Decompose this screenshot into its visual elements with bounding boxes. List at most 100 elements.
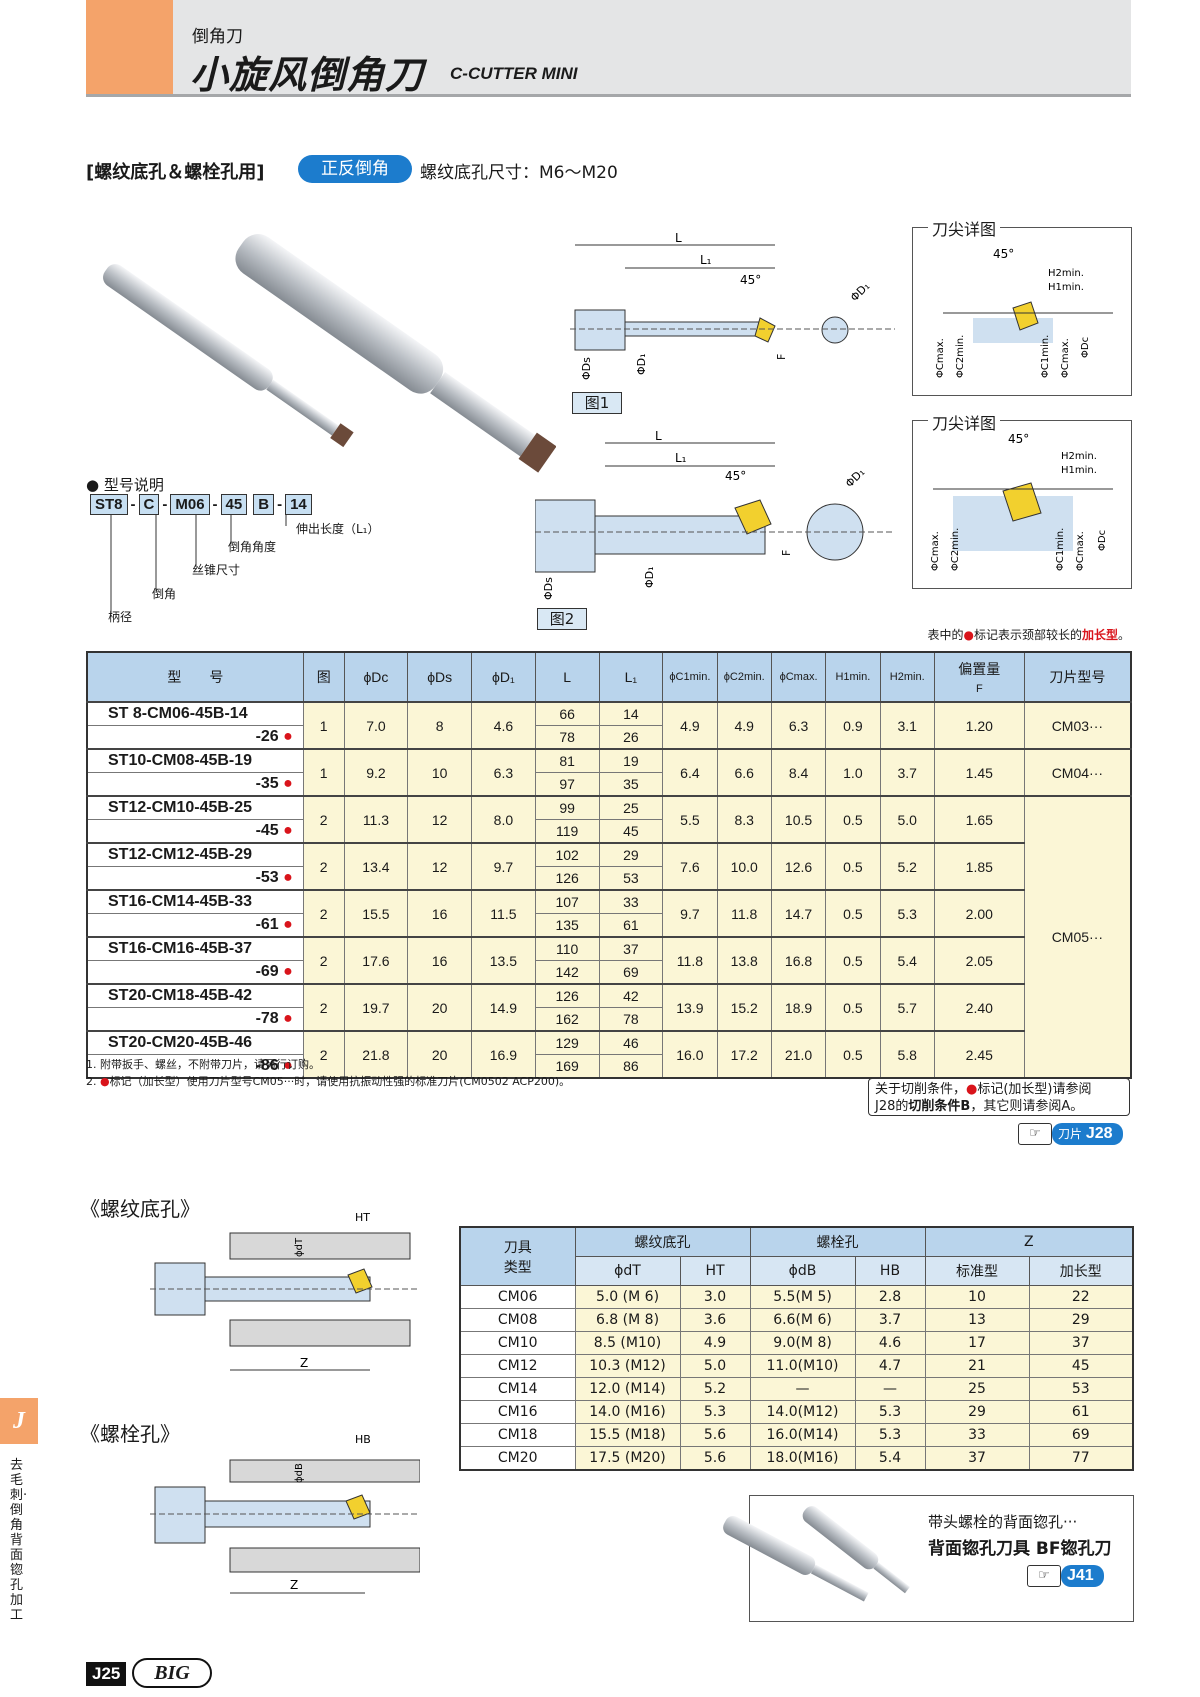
- header-category: 倒角刀: [192, 27, 243, 47]
- note-angle: 倒角角度: [228, 540, 277, 554]
- h2-cell: 5.7: [879, 983, 935, 1032]
- h1-cell: 0.5: [825, 795, 881, 844]
- thread-dT-cell: 10.3 (M12): [574, 1354, 681, 1378]
- tip-c2-2: ΦC2min.: [950, 528, 961, 571]
- thread-dT-cell: 17.5 (M20): [574, 1446, 681, 1471]
- cut-line1b: 标记(加长型)请参阅: [977, 1082, 1092, 1097]
- angle-2: 45°: [725, 469, 746, 483]
- L-cell: 107: [534, 889, 600, 914]
- model-ext-suffix: -26: [255, 728, 279, 745]
- table-legend-note: 表中的●标记表示颈部较长的加长型。: [927, 626, 1130, 643]
- col-d1: ϕD₁: [471, 651, 536, 703]
- tip-h1-2: H1min.: [1061, 465, 1097, 476]
- code-shank: ST8: [90, 494, 128, 515]
- tip-cmax-1: ΦCmax.: [935, 338, 946, 378]
- c1-cell: 7.6: [662, 842, 718, 891]
- h1-cell: 0.5: [825, 842, 881, 891]
- tip-detail-title-2: 刀尖详图: [928, 410, 1001, 434]
- L1-cell: 29: [598, 842, 664, 867]
- fig-cell: 2: [302, 842, 345, 891]
- promo-page-link[interactable]: ☞ J41: [1027, 1565, 1104, 1587]
- red-dot-icon: ●: [966, 1082, 978, 1097]
- tip-h2-1: H2min.: [1048, 268, 1084, 279]
- tip-angle-1: 45°: [993, 247, 1014, 261]
- offset-cell: 2.45: [933, 1030, 1025, 1079]
- col-h1: H1min.: [825, 651, 881, 703]
- z-standard-cell: 13: [924, 1308, 1030, 1332]
- z-standard-cell: 25: [924, 1377, 1030, 1401]
- cutting-conditions-box: 关于切削条件，●标记(加长型)请参阅 J28的切削条件B，其它则请参阅A。: [868, 1078, 1130, 1116]
- dc-cell: 15.5: [343, 889, 409, 938]
- dim-dB: ϕdB: [294, 1463, 305, 1483]
- dim-D1-1: ΦD₁: [635, 353, 648, 375]
- t2-type-label: 刀具 类型: [503, 1239, 532, 1276]
- thread-HT-cell: 5.2: [679, 1377, 751, 1401]
- L-cell: 126: [534, 866, 600, 891]
- model-ext-suffix: -45: [255, 822, 279, 839]
- bolt-HB-cell: 4.6: [854, 1331, 926, 1355]
- offset-cell: 2.00: [933, 889, 1025, 938]
- bolt-HB-cell: —: [854, 1377, 926, 1401]
- promo-box[interactable]: [749, 1495, 1134, 1622]
- dc-cell: 11.3: [343, 795, 409, 844]
- L1-cell: 35: [598, 772, 664, 797]
- note-length: 伸出长度（L₁）: [296, 522, 380, 536]
- tip-h2-2: H2min.: [1061, 451, 1097, 462]
- t2-col-dB: ϕdB: [749, 1256, 856, 1286]
- code-type: B: [253, 494, 275, 515]
- code-tap: M06: [170, 494, 210, 515]
- bolt-HB-cell: 4.7: [854, 1354, 926, 1378]
- L1-cell: 61: [598, 913, 664, 938]
- dim-L-1: L: [675, 231, 682, 245]
- dc-cell: 9.2: [343, 748, 409, 797]
- thread-HT-cell: 5.6: [679, 1423, 751, 1447]
- product-photo: [103, 234, 556, 473]
- h1-cell: 0.9: [825, 701, 881, 750]
- red-dot-icon: ●: [278, 916, 293, 933]
- h2-cell: 3.7: [879, 748, 935, 797]
- note-shank: 柄径: [108, 610, 133, 624]
- cmax-cell: 18.9: [770, 983, 827, 1032]
- L-cell: 119: [534, 819, 600, 844]
- tip-c1-2: ΦC1min.: [1055, 528, 1066, 571]
- bolt-hole-diagram: HB Z ϕdB: [150, 1433, 420, 1594]
- model-code: ST16-CM16-45B-37: [86, 936, 304, 961]
- dim-phiD1-end-2: ΦD₁: [843, 466, 867, 490]
- fig-cell: 2: [302, 1030, 345, 1079]
- c2-cell: 17.2: [716, 1030, 772, 1079]
- ds-cell: 12: [407, 842, 473, 891]
- L1-cell: 19: [598, 748, 664, 773]
- thread-dT-cell: 15.5 (M18): [574, 1423, 681, 1447]
- L-cell: 78: [534, 725, 600, 750]
- fig-cell: 2: [302, 795, 345, 844]
- tip-detail-drawing-2: 45° H2min. H1min. ΦCmax. ΦC2min. ΦC1min.…: [930, 432, 1113, 571]
- dc-cell: 7.0: [343, 701, 409, 750]
- L-cell: 126: [534, 983, 600, 1008]
- tool-type-cell: CM10: [459, 1331, 576, 1355]
- legend-mid: 标记表示颈部较长的: [973, 628, 1082, 642]
- cmax-cell: 8.4: [770, 748, 827, 797]
- L1-cell: 14: [598, 701, 664, 726]
- dc-cell: 17.6: [343, 936, 409, 985]
- z-extended-cell: 29: [1028, 1308, 1134, 1332]
- z-extended-cell: 45: [1028, 1354, 1134, 1378]
- dim-Ds-2: ΦDs: [542, 577, 555, 600]
- section-label: [螺纹底孔＆螺栓孔用]: [86, 162, 265, 183]
- red-dot-icon: ●: [963, 628, 974, 642]
- thread-HT-cell: 3.0: [679, 1285, 751, 1309]
- insert-page-link[interactable]: ☞ 刀片 J28: [1018, 1123, 1123, 1145]
- L1-cell: 69: [598, 960, 664, 985]
- c1-cell: 13.9: [662, 983, 718, 1032]
- t2-col-z: Z: [924, 1226, 1134, 1257]
- d1-cell: 8.0: [471, 795, 536, 844]
- feature-pill: 正反倒角: [298, 155, 412, 183]
- model-code: ST 8-CM06-45B-14: [86, 701, 304, 726]
- t2-col-HB: HB: [854, 1256, 926, 1286]
